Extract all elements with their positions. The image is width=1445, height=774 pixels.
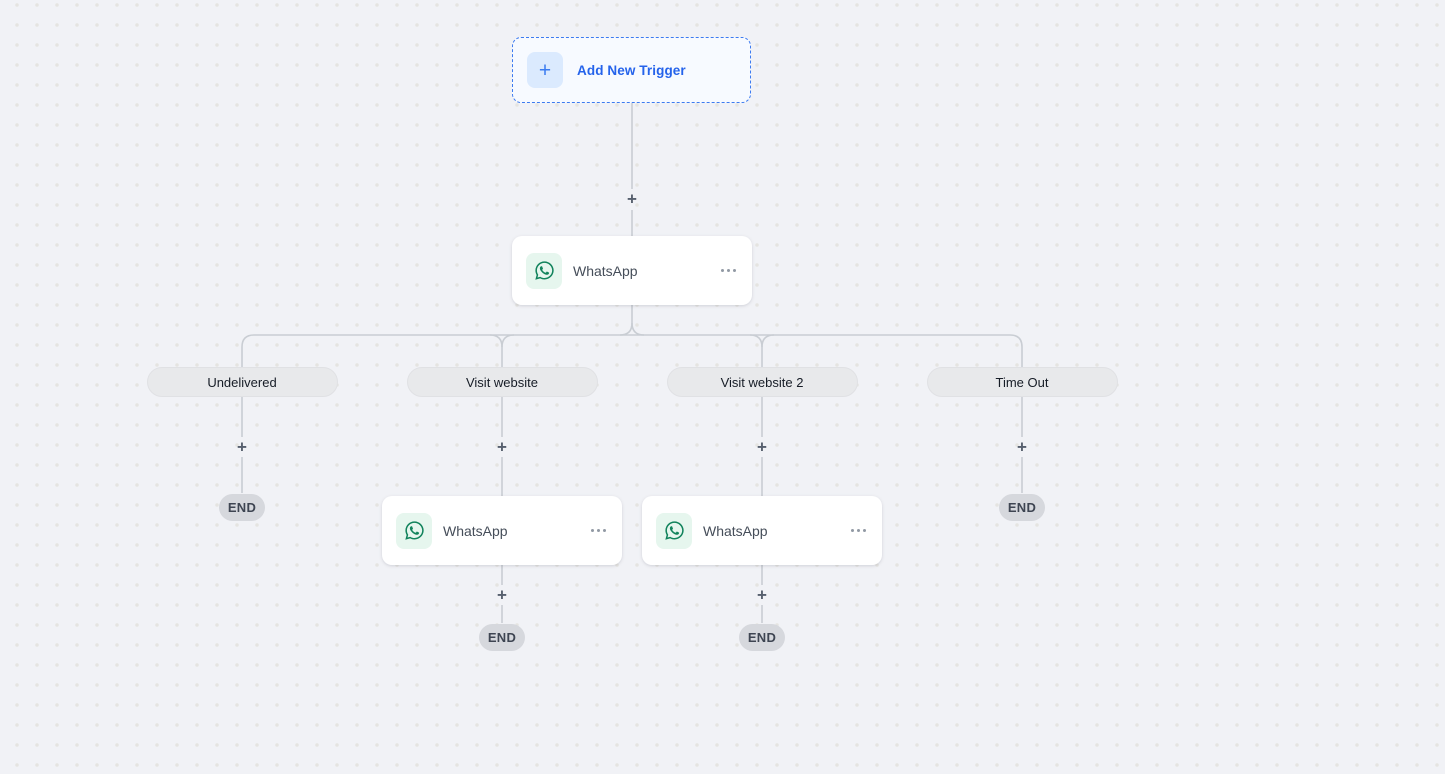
branch-label-undelivered: Undelivered bbox=[146, 367, 338, 397]
whatsapp-icon bbox=[526, 252, 562, 289]
node-label: WhatsApp bbox=[573, 262, 638, 279]
end-terminator: END bbox=[219, 494, 265, 521]
whatsapp-icon bbox=[396, 512, 432, 549]
add-step-button[interactable]: + bbox=[497, 585, 507, 605]
node-label: WhatsApp bbox=[443, 522, 508, 539]
node-menu-button[interactable] bbox=[721, 265, 736, 276]
plus-icon: + bbox=[527, 52, 563, 88]
whatsapp-node[interactable]: WhatsApp bbox=[642, 496, 882, 565]
end-terminator: END bbox=[739, 624, 785, 651]
add-new-trigger-button[interactable]: + Add New Trigger bbox=[512, 37, 751, 103]
end-terminator: END bbox=[999, 494, 1045, 521]
branch-label-visit-website: Visit website bbox=[406, 367, 598, 397]
add-step-button[interactable]: + bbox=[237, 437, 247, 457]
branch-label-visit-website-2: Visit website 2 bbox=[666, 367, 858, 397]
branch-label-time-out: Time Out bbox=[926, 367, 1118, 397]
whatsapp-icon bbox=[656, 512, 692, 549]
node-menu-button[interactable] bbox=[851, 525, 866, 536]
node-label: WhatsApp bbox=[703, 522, 768, 539]
add-step-button[interactable]: + bbox=[627, 189, 637, 209]
add-step-button[interactable]: + bbox=[757, 585, 767, 605]
add-step-button[interactable]: + bbox=[497, 437, 507, 457]
end-terminator: END bbox=[479, 624, 525, 651]
node-menu-button[interactable] bbox=[591, 525, 606, 536]
whatsapp-node[interactable]: WhatsApp bbox=[382, 496, 622, 565]
add-step-button[interactable]: + bbox=[757, 437, 767, 457]
add-step-button[interactable]: + bbox=[1017, 437, 1027, 457]
add-new-trigger-label: Add New Trigger bbox=[577, 62, 686, 78]
whatsapp-node[interactable]: WhatsApp bbox=[512, 236, 752, 305]
